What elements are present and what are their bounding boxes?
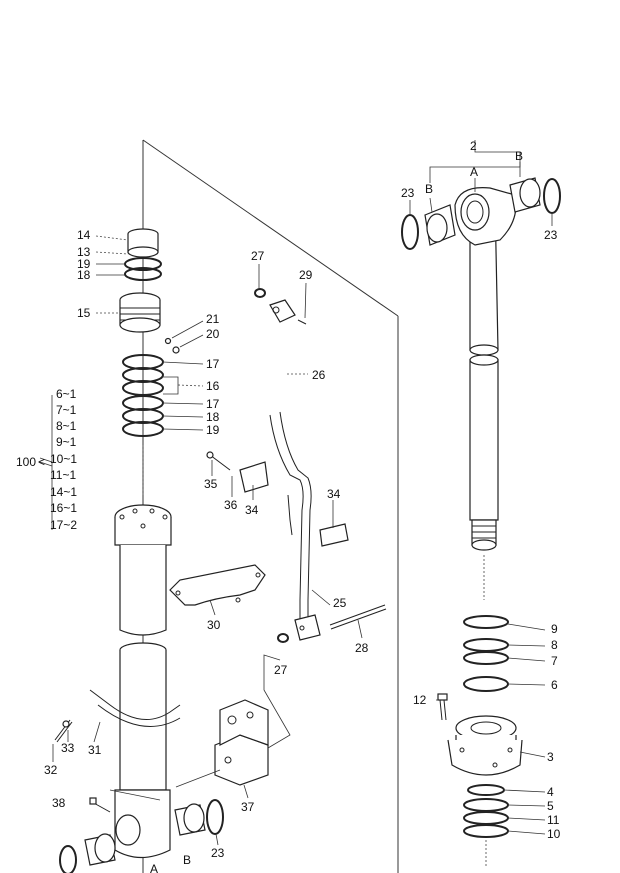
callout-11: 11 — [547, 813, 560, 827]
callout-17-b: 17 — [206, 397, 220, 411]
callout-34-left: 34 — [245, 503, 259, 517]
ring-stack-upper-right — [463, 615, 509, 692]
set-screw-21-20 — [164, 337, 180, 354]
clamp-block-34-lower — [319, 523, 349, 547]
callout-10: 10 — [547, 827, 561, 841]
kit-label: 100 — [16, 455, 36, 469]
callout-23-bottom: 23 — [211, 846, 225, 860]
kit-item: 7~1 — [56, 403, 77, 417]
callout-b-left: B — [425, 182, 433, 196]
callout-25: 25 — [333, 596, 347, 610]
kit-item: 10~1 — [50, 452, 77, 466]
callout-19-b: 19 — [206, 423, 220, 437]
callout-26: 26 — [312, 368, 326, 382]
ring-stack-lower-right — [463, 784, 509, 838]
callout-18-b: 18 — [206, 410, 220, 424]
bolt-12 — [437, 693, 448, 721]
callout-20: 20 — [206, 327, 220, 341]
callout-33: 33 — [61, 741, 75, 755]
kit-item: 14~1 — [50, 485, 77, 499]
bushing-bottom-left — [84, 833, 116, 866]
callout-19-top: 19 — [77, 257, 91, 271]
kit-item: 8~1 — [56, 419, 77, 433]
bushing-bottom-b — [174, 803, 206, 836]
callout-34-right: 34 — [327, 487, 341, 501]
flange-25-end — [294, 614, 321, 641]
bolt-35 — [206, 451, 231, 471]
seal-ring-23-top-left — [401, 214, 419, 250]
kit-item: 16~1 — [50, 501, 77, 515]
callout-16: 16 — [206, 379, 220, 393]
kit-item: 11~1 — [50, 468, 76, 482]
callout-14: 14 — [77, 228, 91, 242]
callout-21: 21 — [206, 312, 220, 326]
leader-lines — [39, 140, 553, 846]
callout-a-top: A — [470, 165, 478, 179]
valve-block-37 — [214, 699, 269, 786]
callout-38: 38 — [52, 796, 66, 810]
callout-28: 28 — [355, 641, 369, 655]
seal-kit-list: 100 < 6~1 7~1 8~1 9~1 10~1 11~1 14~1 16~… — [16, 387, 77, 532]
callout-29: 29 — [299, 268, 313, 282]
callout-13: 13 — [77, 245, 91, 259]
callout-a-bottom: A — [150, 862, 158, 873]
callout-36: 36 — [224, 498, 238, 512]
callout-2: 2 — [470, 139, 477, 153]
bushing-b-left — [424, 204, 456, 246]
stud-bolt-28 — [329, 604, 387, 630]
piston-rod-assembly — [469, 198, 499, 600]
kit-item: 9~1 — [56, 435, 77, 449]
callout-30: 30 — [207, 618, 221, 632]
piston-ring-stack — [122, 354, 164, 437]
callout-18-top: 18 — [77, 268, 91, 282]
callout-3: 3 — [547, 750, 554, 764]
bolt-29 — [297, 319, 307, 325]
callout-labels: 2 A B B 23 23 14 13 19 18 15 21 20 17 16… — [44, 139, 561, 873]
bushing-b-right — [509, 177, 541, 213]
seal-ring-bottom-left — [59, 845, 77, 873]
pipe-25 — [269, 411, 312, 625]
callout-4: 4 — [547, 785, 554, 799]
callout-b-right: B — [515, 149, 523, 163]
gland-14 — [127, 228, 159, 258]
callout-31: 31 — [88, 743, 102, 757]
callout-32: 32 — [44, 763, 58, 777]
callout-b-bottom: B — [183, 853, 191, 867]
callout-6: 6 — [551, 678, 558, 692]
rod-eye-head — [454, 187, 517, 246]
callout-7: 7 — [551, 654, 558, 668]
kit-item: 6~1 — [56, 387, 77, 401]
callout-9: 9 — [551, 622, 558, 636]
callout-5: 5 — [547, 799, 554, 813]
callout-35: 35 — [204, 477, 218, 491]
clamp-block-34-upper — [239, 461, 269, 493]
seal-ring-23-top-right — [543, 178, 561, 214]
kit-item: 17~2 — [50, 518, 77, 532]
elbow-fitting-29 — [269, 299, 296, 323]
oring-27-bottom — [277, 633, 289, 643]
oring-27-top — [254, 288, 266, 298]
bolt-32-33 — [54, 719, 73, 743]
frame-lines — [142, 139, 399, 873]
callout-23-top-left: 23 — [401, 186, 415, 200]
callout-17-a: 17 — [206, 357, 220, 371]
callout-27-top: 27 — [251, 249, 265, 263]
fitting-38 — [89, 797, 111, 813]
callout-15: 15 — [77, 306, 91, 320]
callout-37: 37 — [241, 800, 255, 814]
kit-bracket: < — [38, 455, 45, 469]
callout-12: 12 — [413, 693, 427, 707]
head-cover-3 — [447, 715, 523, 776]
cylinder-tube — [114, 504, 172, 859]
piston-15 — [119, 292, 161, 333]
seal-ring-23-bottom — [206, 799, 224, 835]
callout-8: 8 — [551, 638, 558, 652]
clamp-31 — [89, 689, 181, 727]
callout-23-top-right: 23 — [544, 228, 558, 242]
callout-27-bottom: 27 — [274, 663, 288, 677]
bracket-30 — [169, 564, 266, 606]
